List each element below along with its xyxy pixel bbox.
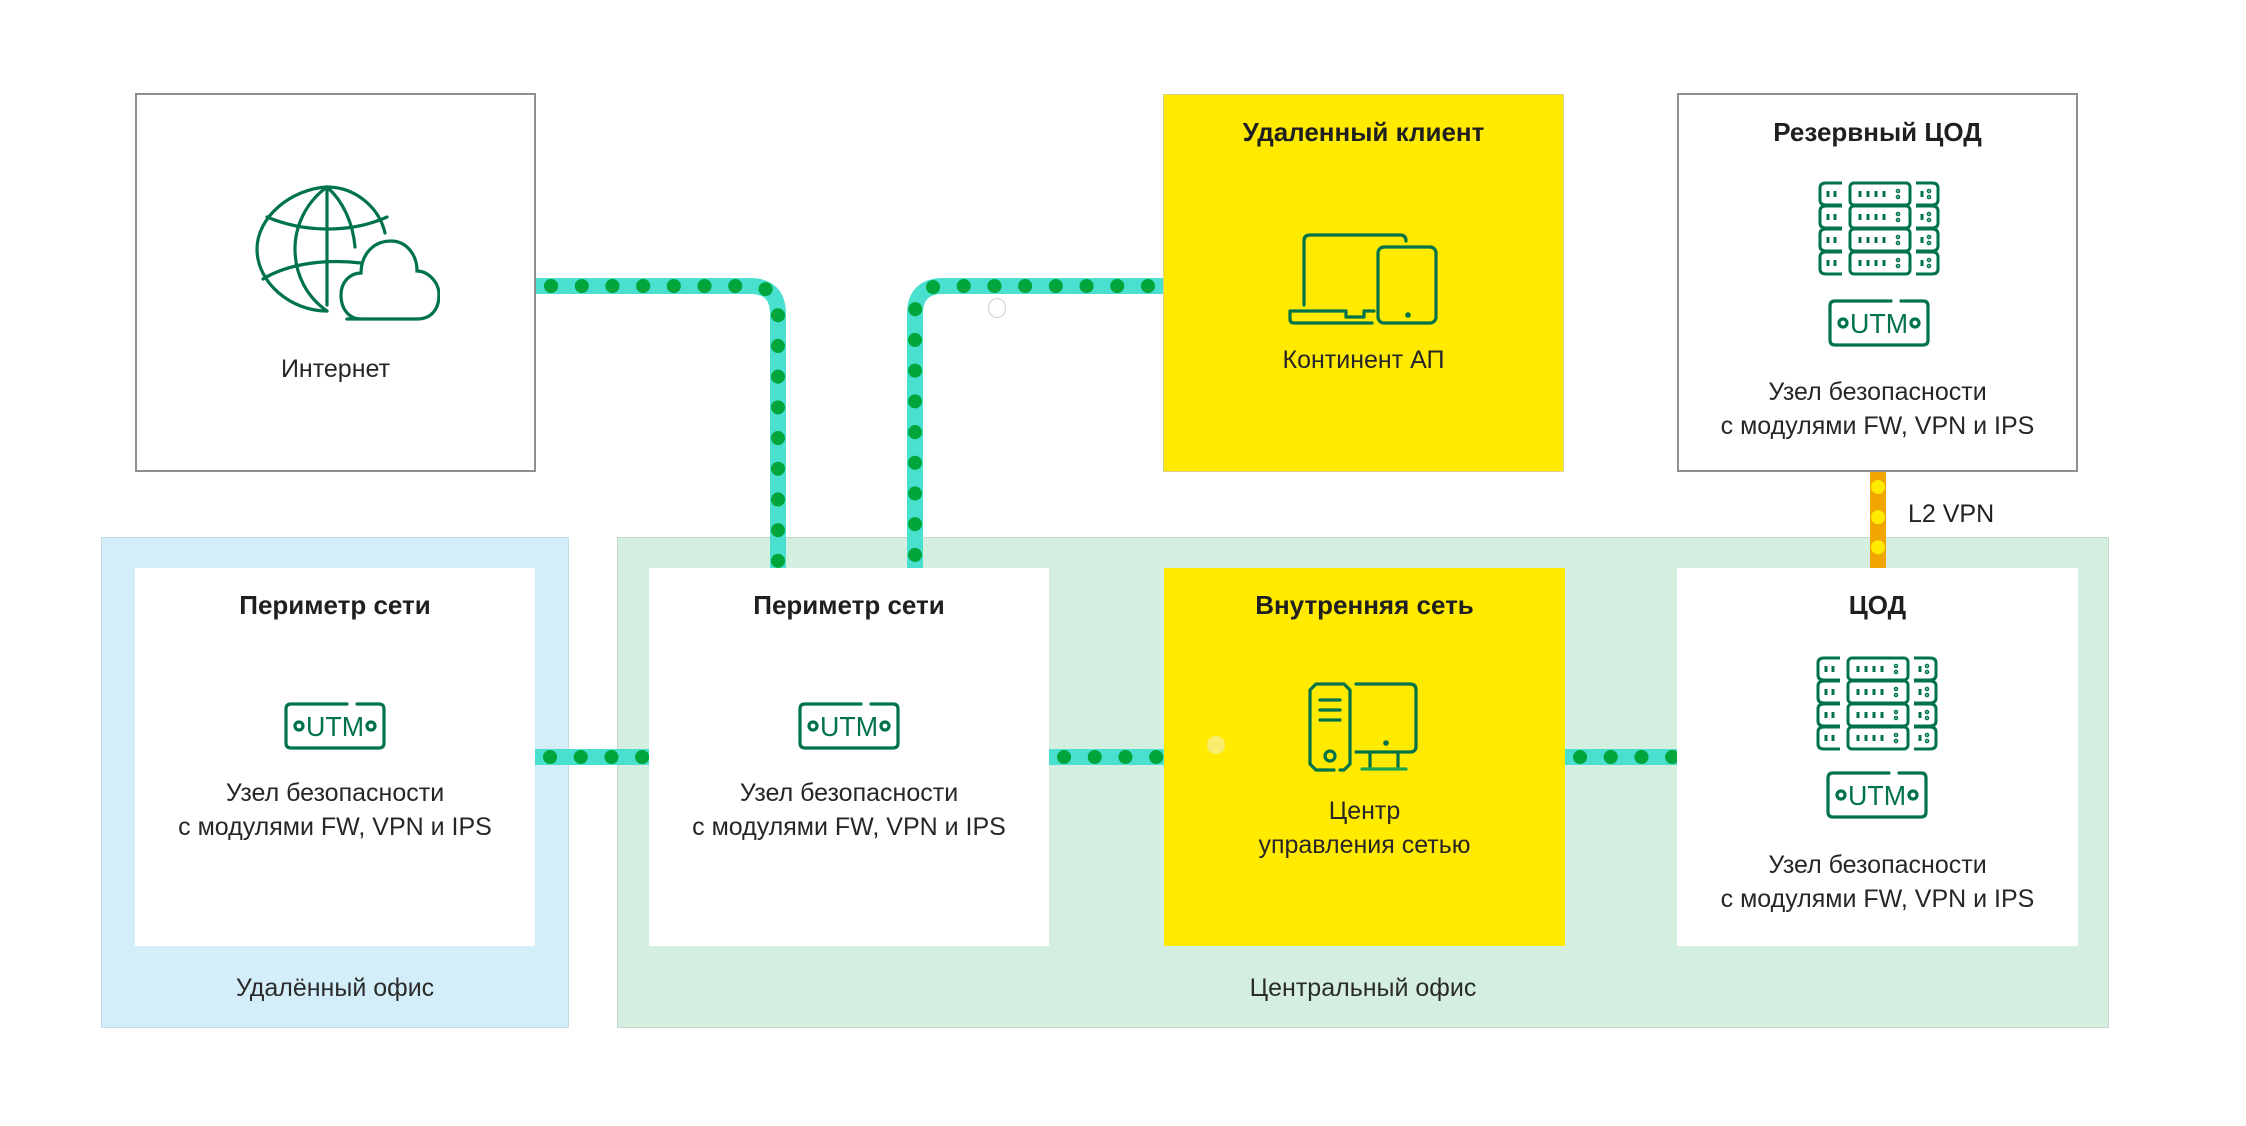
utm-icon: UTM xyxy=(798,702,900,750)
backup-datacenter-label-line1: Узел безопасности xyxy=(1768,378,1987,406)
utm-icon: UTM xyxy=(1826,771,1928,819)
backup-datacenter-node[interactable]: Резервный ЦОД UTM Узел безопасности с мо… xyxy=(1677,93,2078,472)
remote-perimeter-label-line1: Узел безопасности xyxy=(225,779,445,807)
internal-network-label-line2: управления сетью xyxy=(1258,831,1471,859)
backup-datacenter-label-line2: с модулями FW, VPN и IPS xyxy=(1720,412,2035,440)
remote-client-label: Континент АП xyxy=(1282,346,1445,374)
internal-network-title: Внутренняя сеть xyxy=(1255,590,1474,620)
remote-perimeter-label-line2: с модулями FW, VPN и IPS xyxy=(178,813,492,841)
svg-text:UTM: UTM xyxy=(1848,780,1906,811)
svg-text:UTM: UTM xyxy=(1850,308,1908,339)
central-perimeter-node[interactable]: Периметр сети UTM Узел безопасности с мо… xyxy=(649,568,1049,946)
globe-cloud-icon xyxy=(255,185,440,321)
central-perimeter-label-line1: Узел безопасности xyxy=(739,779,959,807)
central-perimeter-title: Периметр сети xyxy=(753,590,945,620)
datacenter-label-line2: с модулями FW, VPN и IPS xyxy=(1720,885,2035,913)
remote-client-title: Удаленный клиент xyxy=(1242,117,1485,147)
utm-icon: UTM xyxy=(284,702,386,750)
stray-circle-marker xyxy=(988,298,1006,318)
remote-client-node[interactable]: Удаленный клиент Континент АП xyxy=(1163,94,1564,472)
backup-datacenter-title: Резервный ЦОД xyxy=(1773,117,1982,147)
link-internet-to-perimeter-dots xyxy=(529,279,785,575)
datacenter-node[interactable]: ЦОД UTM Узел безопасности с модулями FW,… xyxy=(1677,568,2078,946)
svg-text:UTM: UTM xyxy=(306,711,364,742)
l2vpn-label: L2 VPN xyxy=(1908,500,1995,528)
internet-node[interactable]: Интернет xyxy=(135,93,536,472)
laptop-tablet-icon xyxy=(1288,233,1438,325)
server-rack-icon xyxy=(1816,656,1938,751)
svg-text:UTM: UTM xyxy=(820,711,878,742)
utm-icon: UTM xyxy=(1828,299,1930,347)
server-rack-icon xyxy=(1818,181,1940,276)
link-internet-to-perimeter xyxy=(536,278,786,568)
remote-perimeter-node[interactable]: Периметр сети UTM Узел безопасности с мо… xyxy=(135,568,535,946)
internal-network-label-line1: Центр xyxy=(1328,797,1401,825)
remote-perimeter-title: Периметр сети xyxy=(239,590,431,620)
link-remote-client-to-perimeter xyxy=(907,278,1163,568)
desktop-pc-icon xyxy=(1308,682,1418,772)
central-perimeter-label-line2: с модулями FW, VPN и IPS xyxy=(692,813,1006,841)
link-remote-client-to-perimeter-dots xyxy=(908,279,1170,575)
internet-label: Интернет xyxy=(280,355,391,383)
remote-office-label: Удалённый офис xyxy=(235,974,435,1002)
datacenter-label-line1: Узел безопасности xyxy=(1768,851,1987,879)
datacenter-title: ЦОД xyxy=(1848,590,1907,620)
central-office-label: Центральный офис xyxy=(1249,974,1477,1002)
stray-dot-marker xyxy=(1207,736,1225,754)
internal-network-node[interactable]: Внутренняя сеть Центр управления сетью xyxy=(1164,568,1565,946)
